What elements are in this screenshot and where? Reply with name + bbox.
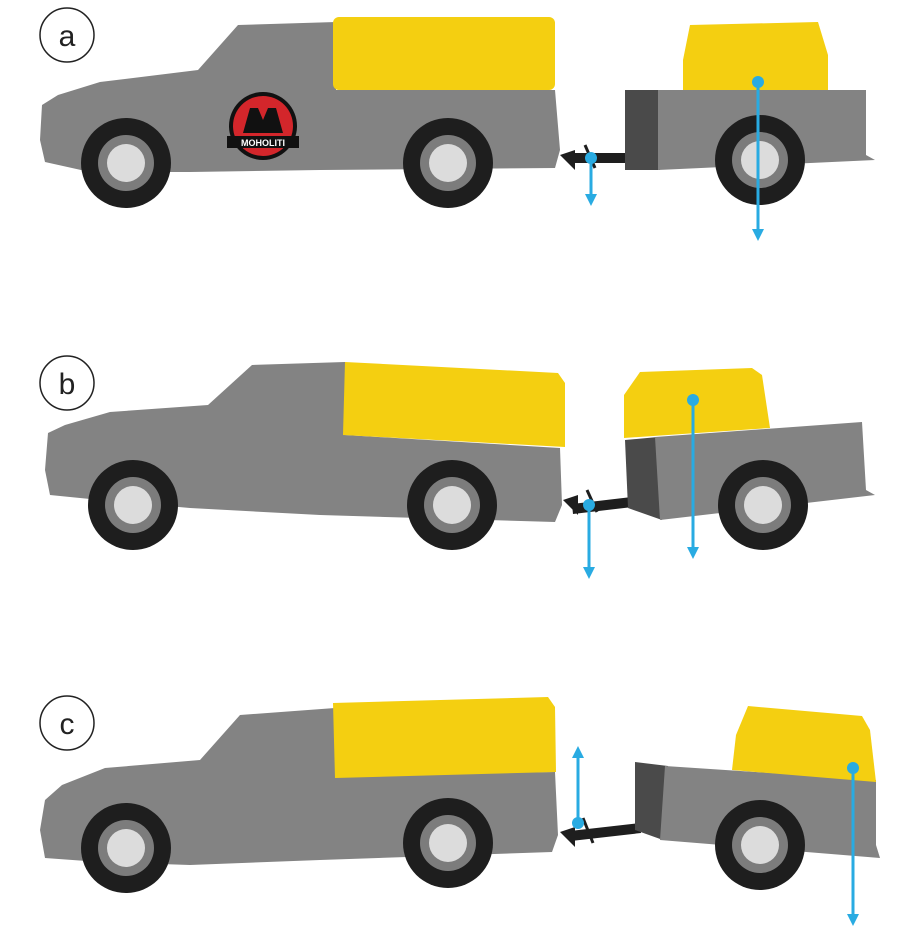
trailer-c-cargo xyxy=(732,706,876,782)
panel-c-label: c xyxy=(60,708,75,741)
force-arrow-icon xyxy=(572,746,584,829)
force-arrow-icon xyxy=(752,76,764,241)
force-arrow-icon xyxy=(847,762,859,926)
panel-b-badge xyxy=(39,355,95,411)
trailer-b-wheel xyxy=(718,460,808,550)
truck-b-rear-wheel xyxy=(407,460,497,550)
trailer-b-front xyxy=(625,437,662,520)
truck-b-front-wheel xyxy=(88,460,178,550)
logo-text: MOHOLITI xyxy=(241,138,285,148)
force-arrow-icon xyxy=(585,152,597,206)
panel-a-badge xyxy=(39,7,95,63)
trailer-c-wheel xyxy=(715,800,805,890)
truck-c-rear-wheel xyxy=(403,798,493,888)
trailer-a-wheel xyxy=(715,115,805,205)
truck-a-rear-wheel xyxy=(403,118,493,208)
truck-a-front-wheel xyxy=(81,118,171,208)
panel-b-label: b xyxy=(59,368,76,401)
force-arrow-icon xyxy=(687,394,699,559)
panel-c: c xyxy=(39,695,880,926)
trailer-a-front xyxy=(625,90,660,170)
force-arrow-icon xyxy=(583,499,595,579)
truck-b-cargo xyxy=(343,362,565,447)
panel-c-badge xyxy=(39,695,95,751)
panel-a: a MOHOLITI xyxy=(39,7,875,241)
panel-b: b xyxy=(39,355,875,579)
truck-c-front-wheel xyxy=(81,803,171,893)
trailer-c-front xyxy=(635,762,668,840)
truck-c-cargo xyxy=(333,697,556,778)
brand-logo-icon: MOHOLITI xyxy=(227,92,299,160)
trailer-hitch-icon xyxy=(560,817,641,847)
panel-a-label: a xyxy=(59,20,76,53)
truck-a-cargo xyxy=(333,17,555,90)
trailer-a-cargo xyxy=(683,22,828,90)
